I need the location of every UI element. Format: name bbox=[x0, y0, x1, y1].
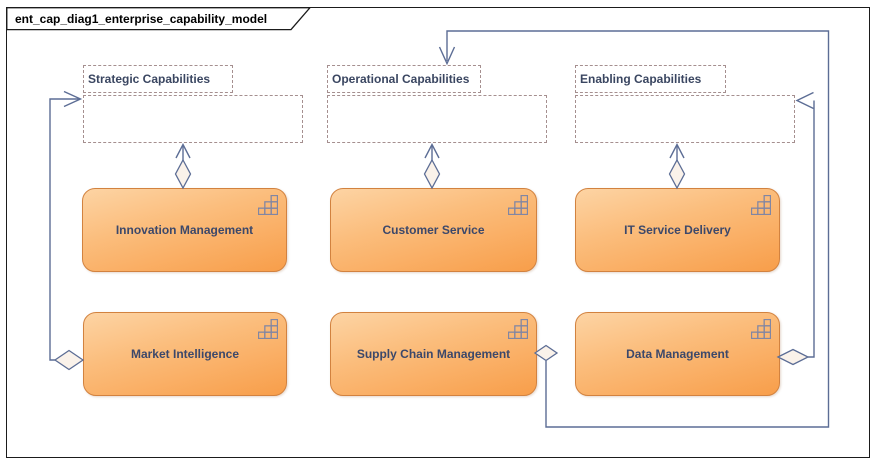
capability-market-intelligence[interactable]: Market Intelligence bbox=[83, 312, 287, 396]
capability-staircase-icon bbox=[751, 319, 771, 339]
capability-staircase-icon bbox=[508, 195, 528, 215]
package-label: Strategic Capabilities bbox=[88, 72, 211, 86]
package-operational-capabilities-tab[interactable]: Operational Capabilities bbox=[327, 65, 481, 93]
package-strategic-capabilities-body[interactable] bbox=[83, 95, 303, 143]
capability-staircase-icon bbox=[258, 195, 278, 215]
capability-staircase-icon bbox=[751, 195, 771, 215]
package-label: Operational Capabilities bbox=[332, 72, 470, 86]
capability-supply-chain-management[interactable]: Supply Chain Management bbox=[330, 312, 537, 396]
package-enabling-capabilities-body[interactable] bbox=[575, 95, 795, 143]
capability-label: Data Management bbox=[626, 347, 729, 361]
capability-label: IT Service Delivery bbox=[624, 223, 731, 237]
diagram-title: ent_cap_diag1_enterprise_capability_mode… bbox=[15, 12, 268, 26]
package-strategic-capabilities-tab[interactable]: Strategic Capabilities bbox=[83, 65, 233, 93]
capability-staircase-icon bbox=[508, 319, 528, 339]
capability-it-service-delivery[interactable]: IT Service Delivery bbox=[575, 188, 780, 272]
capability-data-management[interactable]: Data Management bbox=[575, 312, 780, 396]
package-enabling-capabilities-tab[interactable]: Enabling Capabilities bbox=[575, 65, 726, 93]
capability-label: Innovation Management bbox=[115, 223, 254, 237]
package-label: Enabling Capabilities bbox=[580, 72, 702, 86]
capability-label: Customer Service bbox=[382, 223, 485, 237]
package-operational-capabilities-body[interactable] bbox=[327, 95, 547, 143]
diagram-frame bbox=[6, 7, 870, 458]
capability-innovation-management[interactable]: Innovation Management bbox=[82, 188, 287, 272]
capability-label: Market Intelligence bbox=[130, 347, 240, 361]
capability-staircase-icon bbox=[258, 319, 278, 339]
capability-label: Supply Chain Management bbox=[356, 347, 511, 361]
capability-customer-service[interactable]: Customer Service bbox=[330, 188, 537, 272]
